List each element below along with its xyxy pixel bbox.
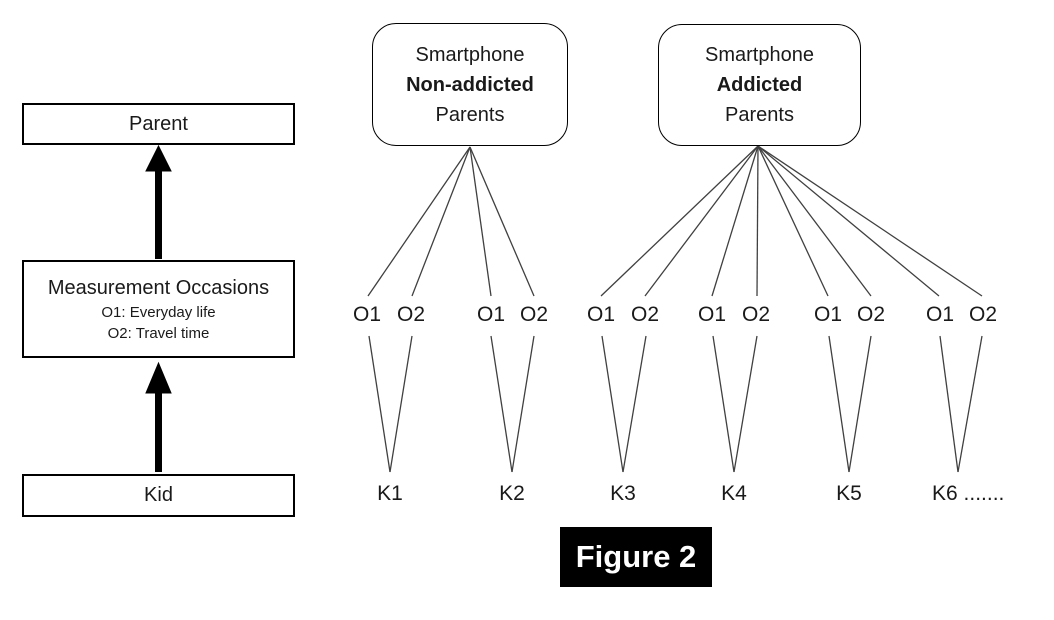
group-line-nonaddicted: Non-addicted [406,73,534,96]
arrow-kid-to-measurement [145,361,172,472]
smartphone-nonaddicted-parents-box: Smartphone Non-addicted Parents [372,23,568,146]
occasion-label-o2: O2 [856,303,885,326]
fan-lines-addicted [600,145,983,297]
measurement-occasions-title: Measurement Occasions [47,276,270,299]
occasion-label-o1: O1 [352,303,381,326]
figure-caption: Figure 2 [560,527,712,587]
occasion-label-o1: O1 [476,303,505,326]
group-line-smartphone: Smartphone [415,43,525,66]
occasion-label-o1: O1 [925,303,954,326]
kid-label-k4: K4 [721,482,747,505]
occasion-label-o2: O2 [630,303,659,326]
kid-label-k6: K6 ....... [932,482,1005,505]
occasion-label-o2: O2 [741,303,770,326]
occasion-1-description: O1: Everyday life [101,303,216,321]
measurement-occasions-box: Measurement Occasions O1: Everyday life … [22,260,295,358]
parent-box: Parent [22,103,295,145]
group-line-parents: Parents [435,103,505,126]
kid-label-k3: K3 [610,482,636,505]
smartphone-addicted-parents-box: Smartphone Addicted Parents [658,24,861,146]
occasion-label-o2: O2 [968,303,997,326]
kid-label-k2: K2 [499,482,525,505]
occasion-label-o2: O2 [396,303,425,326]
occasion-label-o1: O1 [586,303,615,326]
occasion-label-o2: O2 [519,303,548,326]
group-line-parents: Parents [725,104,794,126]
occasion-label-o1: O1 [697,303,726,326]
arrow-measurement-to-parent [145,144,172,259]
group-line-addicted: Addicted [716,74,803,96]
fan-lines-nonaddicted [367,146,535,297]
occasion-label-o1: O1 [813,303,842,326]
occasion-to-kid-lines [368,335,983,473]
kid-label-k5: K5 [836,482,862,505]
kid-label-k1: K1 [377,482,403,505]
occasion-2-description: O2: Travel time [107,324,210,342]
kid-box: Kid [22,474,295,517]
group-line-smartphone: Smartphone [705,44,814,66]
